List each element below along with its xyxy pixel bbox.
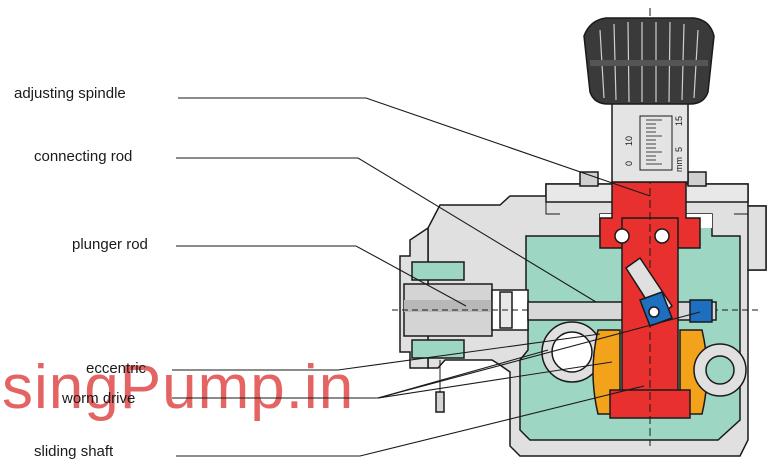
label-adjusting-spindle: adjusting spindle [14,85,126,102]
crank-link [614,228,673,327]
side-flange-right [747,205,767,271]
label-plunger-rod: plunger rod [72,236,148,253]
seal-top [411,261,465,281]
blue-slider-block [689,299,713,323]
eccentric-part [541,321,603,383]
spindle-pivot-left [614,228,630,244]
leader-worm-drive-2 [377,361,613,399]
crank-pin [648,306,660,318]
scale-window [639,115,673,171]
label-connecting-rod: connecting rod [34,148,132,165]
scale-sleeve [611,99,689,183]
plunger-section [392,226,760,413]
leader-plunger-rod [176,245,467,307]
plunger-rod-shade [404,300,492,312]
leader-sliding-shaft [176,385,645,457]
housing-step-left [545,202,560,215]
leader-lines [172,97,701,457]
top-bolt-left [579,171,599,187]
scale-ticks [646,119,662,165]
seal-bottom [411,339,465,359]
knob-band [590,60,708,66]
leader-connecting-rod [176,157,597,303]
leader-worm-drive-3 [377,311,701,399]
scale-unit: mm [674,157,684,172]
scale-mark-0: 0 [624,161,634,166]
label-worm-drive: worm drive [61,390,135,407]
spindle-pivot-right [654,228,670,244]
scale-mark-10: 10 [624,136,634,146]
leader-eccentric [172,333,601,371]
watermark: singPump.in [2,353,354,422]
drain-screw [435,391,445,413]
top-bolt-right [687,171,707,187]
leader-adjusting-spindle [178,97,651,197]
adjusting-head: 0 10 15 mm 5 [583,17,715,183]
callout-labels: adjusting spindle connecting rod plunger… [14,85,148,460]
label-eccentric: eccentric [86,360,147,377]
scale-mark-5: 5 [674,147,684,152]
label-sliding-shaft: sliding shaft [34,443,114,460]
worm-wheel-right-core [705,355,735,385]
scale-mark-15: 15 [674,116,684,126]
